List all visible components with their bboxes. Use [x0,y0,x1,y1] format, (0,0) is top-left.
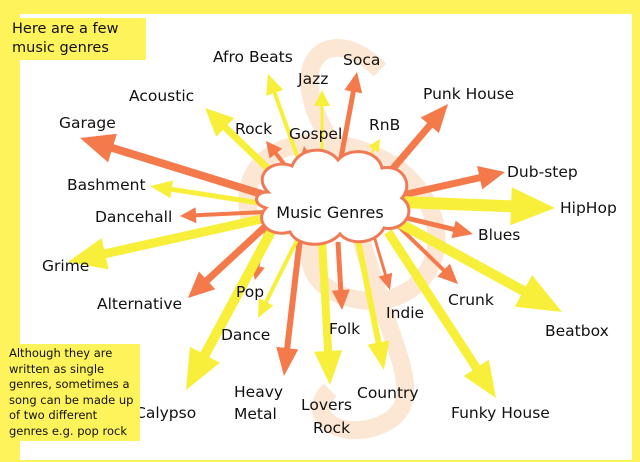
arrow-dub-step [397,166,505,200]
genre-bashment: Bashment [67,176,146,194]
genre-folk: Folk [329,320,360,338]
arrow-heavy-metal [276,237,303,376]
arrow-dancehall [180,207,267,224]
genre-afro-beats: Afro Beats [213,48,293,66]
caveat-note: Although they are written as single genr… [6,344,140,441]
genre-lovers-rock-line2: Rock [313,419,350,437]
arrow-soca [335,72,363,175]
genre-gospel: Gospel [289,125,342,143]
genre-indie: Indie [386,304,424,322]
genre-rock: Rock [235,120,272,138]
intro-note: Here are a few music genres [8,18,146,60]
genre-crunk: Crunk [448,291,494,309]
genre-hiphop: HipHop [560,199,617,217]
arrow-blues [397,213,473,239]
arrow-afro-beats [266,74,307,179]
arrow-grime [68,213,267,270]
arrow-calypso [186,223,279,390]
genre-lovers-rock-line1: Lovers [301,396,352,414]
genre-dancehall: Dancehall [95,208,172,226]
genre-heavy-metal-line1: Heavy [234,383,283,401]
arrow-beatbox [391,215,562,312]
genre-dub-step: Dub-step [507,163,578,181]
arrow-bashment [150,180,267,207]
genre-grime: Grime [42,257,89,275]
genre-rnb: RnB [369,116,400,134]
genre-funky-house: Funky House [451,404,550,422]
genre-blues: Blues [478,226,520,244]
cloud-shape [255,148,411,246]
arrow-country [355,239,390,370]
arrow-jazz [314,90,330,172]
arrow-garage [80,133,270,200]
genre-dance: Dance [221,326,270,344]
arrow-folk [331,241,350,310]
arrow-dance [258,237,300,318]
genre-acoustic: Acoustic [129,87,194,105]
center-cloud: Music Genres [255,148,411,246]
arrow-acoustic [205,108,285,185]
genre-punk-house: Punk House [423,85,514,103]
genre-heavy-metal-line2: Metal [234,405,277,423]
genre-beatbox: Beatbox [545,322,609,340]
genre-jazz: Jazz [297,70,328,88]
genre-country: Country [357,384,419,402]
arrow-lovers-rock [314,239,343,385]
arrow-indie [372,235,393,290]
genre-calypso: Calypso [135,404,196,422]
genre-garage: Garage [59,114,116,132]
center-label: Music Genres [276,203,383,222]
arrow-hiphop [399,187,555,226]
genre-pop: Pop [236,283,264,301]
arrow-funky-house [384,229,496,398]
genre-alternative: Alternative [97,295,182,313]
arrow-crunk [394,222,458,284]
arrow-alternative [188,221,271,298]
genre-labels: Afro Beats Soca Jazz Acoustic Garage Roc… [42,48,617,437]
genre-soca: Soca [343,51,380,69]
